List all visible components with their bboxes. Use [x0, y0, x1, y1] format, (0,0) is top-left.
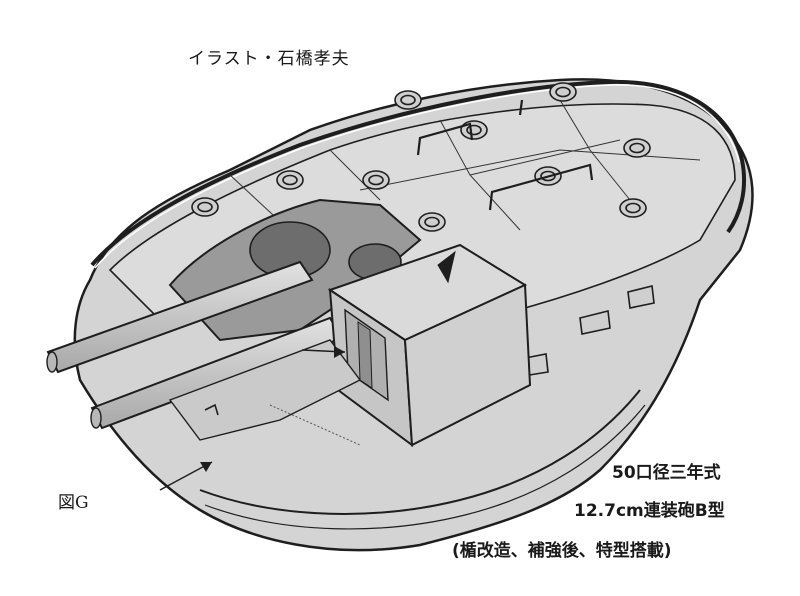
- title-line-2: 12.7cm連装砲B型: [574, 501, 725, 521]
- callout-arrow: [159, 461, 213, 491]
- interior-arrow: [301, 346, 346, 358]
- figure-label: 図G: [58, 493, 89, 513]
- handrail: [90, 79, 747, 267]
- lower-skirt-band: [199, 389, 641, 515]
- roof-vents: [191, 82, 651, 232]
- title-line-1: 50口径三年式: [612, 463, 721, 483]
- gun-barrels: [46, 260, 344, 430]
- sighting-hood: [327, 243, 532, 448]
- illustration-credit: イラスト・石橋孝夫: [188, 49, 350, 69]
- roof-handles: [416, 99, 594, 211]
- title-line-3: (楯改造、補強後、特型搭載): [452, 541, 672, 561]
